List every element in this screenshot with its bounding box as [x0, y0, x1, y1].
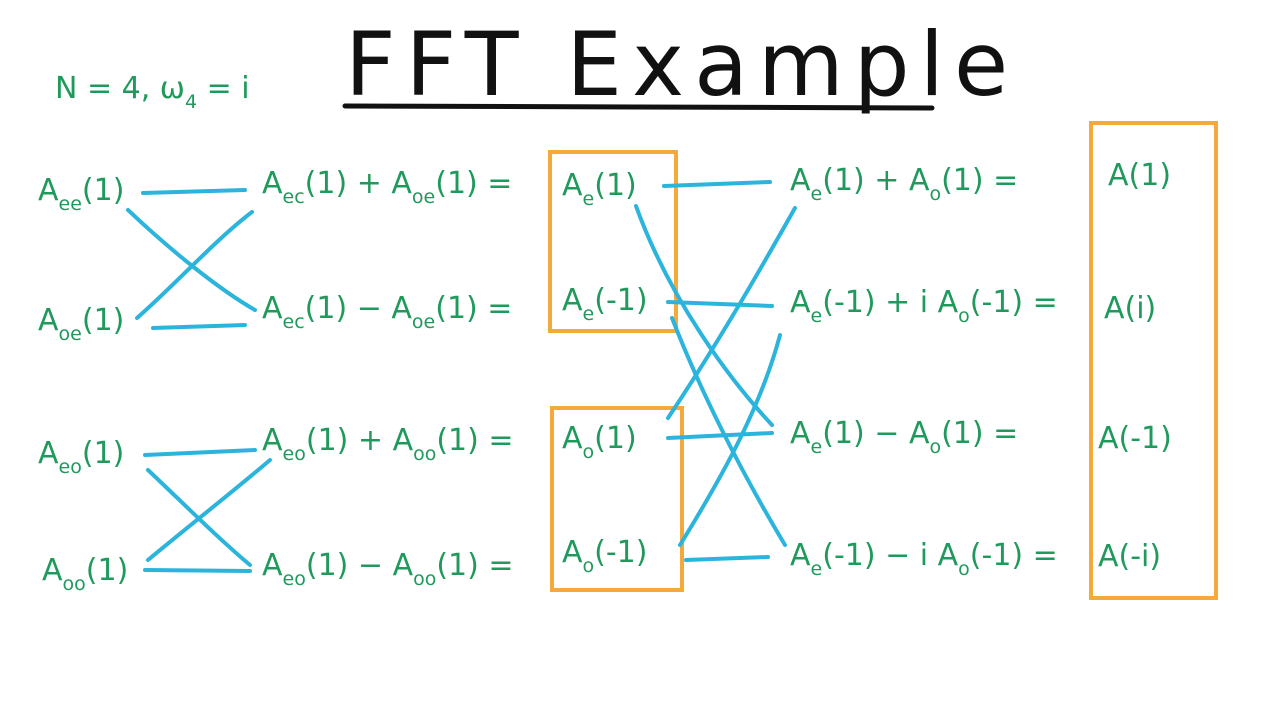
- stage1-eq-4: Aeo(1) − Aoo(1) =: [262, 548, 514, 590]
- even-result-1: Ae(1): [562, 168, 637, 210]
- title-underline: [342, 103, 935, 111]
- wire-aom1-straight: [684, 555, 770, 562]
- stage2-eq-4: Ae(-1) − i Ao(-1) =: [790, 538, 1058, 580]
- stage2-eq-3: Ae(1) − Ao(1) =: [790, 416, 1018, 458]
- wire-ao1-cross: [666, 206, 797, 420]
- wire-aom1-cross: [678, 333, 782, 547]
- stage1-eq-2: Aec(1) − Aoe(1) =: [262, 291, 512, 333]
- odd-result-minus-1: Ao(-1): [562, 535, 647, 577]
- stage2-eq-2: Ae(-1) + i Ao(-1) =: [790, 285, 1058, 327]
- final-result-1: A(1): [1108, 158, 1171, 193]
- final-result-minus-1: A(-1): [1098, 421, 1172, 456]
- wire-ee-cross: [126, 208, 257, 312]
- even-result-minus-1: Ae(-1): [562, 283, 648, 325]
- wire-eo-cross: [146, 468, 252, 567]
- wire-oe-cross: [135, 210, 254, 320]
- stage1-eq-3: Aeo(1) + Aoo(1) =: [262, 423, 514, 465]
- odd-results-box: [550, 406, 684, 592]
- wire-ao1-straight: [666, 431, 774, 440]
- final-results-box: [1089, 121, 1218, 600]
- wire-aem1-cross: [670, 316, 787, 547]
- final-result-i: A(i): [1104, 291, 1156, 326]
- input-term-eo: Aeo(1): [38, 436, 124, 478]
- stage2-eq-1: Ae(1) + Ao(1) =: [790, 163, 1018, 205]
- wire-oe-straight: [151, 323, 247, 330]
- final-result-minus-i: A(-i): [1098, 539, 1161, 574]
- wire-aem1-straight: [666, 300, 774, 308]
- input-term-oe: Aoe(1): [38, 303, 124, 345]
- input-term-oo: Aoo(1): [42, 553, 128, 595]
- wire-oo-straight: [143, 568, 252, 573]
- wire-ee-straight: [141, 188, 247, 195]
- wire-eo-straight: [143, 448, 257, 457]
- parameters-label: N = 4, ω4 = i: [55, 71, 250, 113]
- wire-ae1-straight: [662, 180, 772, 188]
- page-title: FFT Example: [345, 13, 1018, 116]
- odd-result-1: Ao(1): [562, 421, 637, 463]
- input-term-ee: Aee(1): [38, 173, 124, 215]
- wire-oo-cross: [146, 458, 272, 562]
- even-results-box: [548, 150, 678, 333]
- stage1-eq-1: Aec(1) + Aoe(1) =: [262, 166, 512, 208]
